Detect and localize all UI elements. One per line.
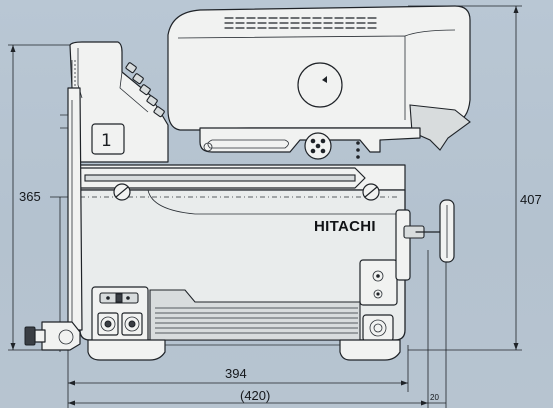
right-lower-connector (362, 314, 394, 342)
viewfinder-vents (224, 17, 379, 29)
brand-label: HITACHI (314, 218, 376, 235)
dim-height-overall: 407 (520, 192, 542, 207)
camera-body: HITACHI (79, 183, 406, 361)
rear-cable-clamp-icon (24, 326, 36, 346)
module-number-plate (91, 123, 125, 155)
side-handle-knob (395, 199, 455, 281)
dimension-lines (8, 5, 522, 408)
dim-length-overall: (420) (240, 388, 270, 403)
front-handle-assembly: 1 (69, 41, 169, 163)
dim-length-body: 394 (225, 366, 247, 381)
viewfinder (167, 5, 471, 160)
dim-height-body: 365 (19, 189, 41, 204)
viewfinder-dial-icon (297, 62, 343, 108)
grille-slats (155, 307, 358, 334)
handle-buttons (125, 62, 165, 118)
module-number: 1 (101, 131, 112, 151)
rear-fittings (24, 87, 83, 351)
dimension-labels: 365 407 394 (420) 20 (19, 189, 542, 403)
top-rail (73, 164, 406, 191)
dim-handle-offset: 20 (430, 393, 439, 402)
right-connector-panel (359, 259, 398, 306)
